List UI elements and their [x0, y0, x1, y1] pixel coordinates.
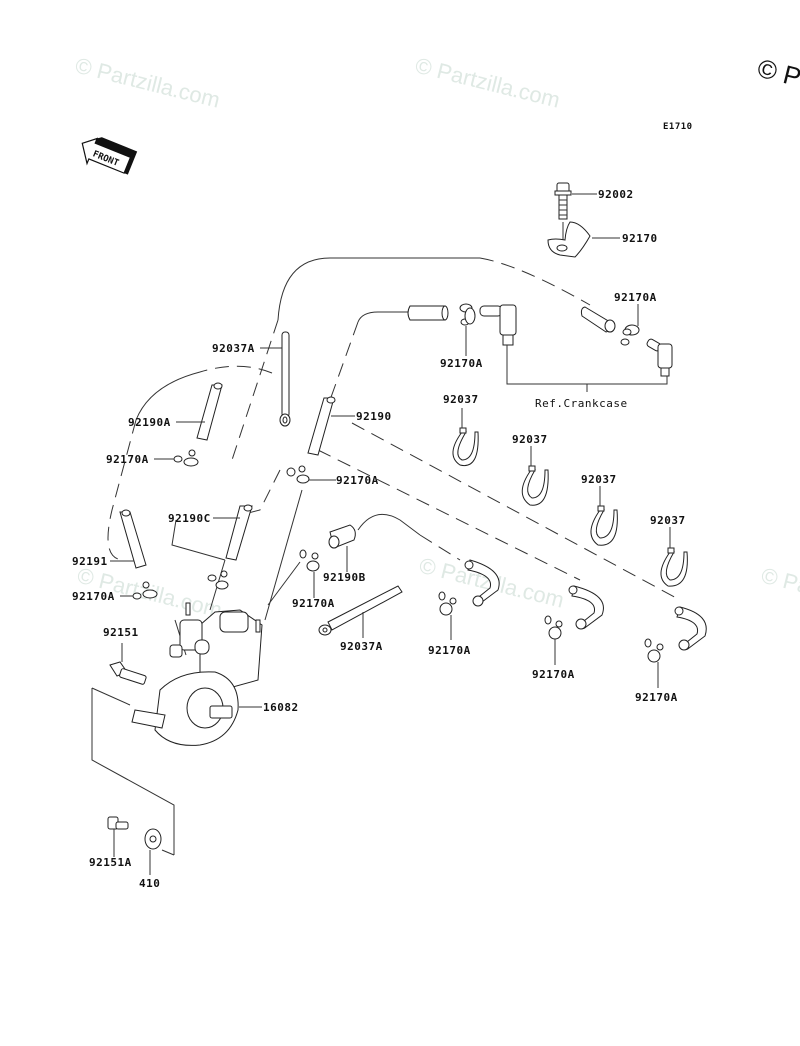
- watermarks: © Partzilla.com © Partzilla.com © Partzi…: [73, 53, 800, 623]
- diagram-code: E1710: [663, 122, 693, 132]
- callout-label[interactable]: 92151: [103, 626, 139, 639]
- bolt-92002: [554, 182, 572, 246]
- hose-upper: [407, 305, 449, 321]
- callout-label[interactable]: 92191: [72, 555, 108, 568]
- strap-92037A: [318, 585, 403, 636]
- callout-label[interactable]: 410: [139, 877, 160, 890]
- callout-label[interactable]: 92170: [622, 232, 658, 245]
- screw-92151A: [107, 816, 129, 830]
- callout-label[interactable]: 92170A: [336, 474, 379, 487]
- callout-label[interactable]: 92190A: [128, 416, 171, 429]
- corner-watermark: © P: [755, 53, 800, 93]
- clip-92170A: [438, 591, 457, 616]
- callout-label[interactable]: 92037A: [340, 640, 383, 653]
- callout-label[interactable]: 92190B: [323, 571, 366, 584]
- front-arrow-icon: FRONT: [81, 137, 138, 175]
- ref-crankcase-note: Ref.Crankcase: [535, 397, 628, 410]
- band-clamp-92037: [452, 427, 479, 467]
- watermark: © Partzilla.com: [73, 53, 223, 113]
- clip-92170A: [459, 303, 476, 326]
- hose-92190B: [328, 524, 356, 549]
- band-clamp-92037: [590, 505, 618, 546]
- band-clamp-92037: [660, 547, 688, 587]
- subassembly-outline: [91, 688, 175, 855]
- hose-92191: [119, 509, 147, 569]
- callout-label[interactable]: 92037: [512, 433, 548, 446]
- callout-label[interactable]: 92170A: [292, 597, 335, 610]
- hose-upper-right: [580, 306, 616, 333]
- callout-label[interactable]: 92170A: [428, 644, 471, 657]
- elbow-hose: [568, 585, 604, 630]
- hose-92190C: [225, 504, 253, 561]
- callout-label[interactable]: 92170A: [440, 357, 483, 370]
- ref-crankcase-bracket: [506, 345, 668, 392]
- elbow-fitting: [479, 304, 517, 346]
- clip-92170A: [544, 615, 563, 640]
- callout-label[interactable]: 92170A: [635, 691, 678, 704]
- clip-92170A: [286, 465, 310, 484]
- callout-label[interactable]: 16082: [263, 701, 299, 714]
- hose-92190: [307, 396, 336, 456]
- callout-label[interactable]: 92037: [443, 393, 479, 406]
- clip-92170A: [132, 581, 158, 600]
- clip-92170A: [207, 570, 229, 590]
- bolt-92151: [109, 661, 147, 685]
- callout-label[interactable]: 92170A: [532, 668, 575, 681]
- hose-92190A: [196, 382, 223, 441]
- callout-label[interactable]: 92037: [650, 514, 686, 527]
- hose-routing-lines: [107, 257, 681, 656]
- callout-label[interactable]: 92170A: [614, 291, 657, 304]
- clamp-92170: [547, 221, 591, 258]
- clip-92170A: [173, 449, 199, 467]
- watermark: © Partzilla.com: [413, 53, 563, 113]
- callout-label[interactable]: 92170A: [106, 453, 149, 466]
- elbow-hose: [464, 559, 500, 607]
- elbow-fitting: [646, 338, 673, 377]
- clip-92170A: [644, 638, 664, 663]
- callout-label[interactable]: 92190: [356, 410, 392, 423]
- clip-92170A: [299, 549, 320, 572]
- watermark: © Partzilla.com: [759, 563, 800, 623]
- callout-label[interactable]: 92002: [598, 188, 634, 201]
- washer-410: [144, 828, 162, 850]
- callout-label[interactable]: 92190C: [168, 512, 211, 525]
- band-clamp-92037: [521, 465, 549, 506]
- oil-pump-16082: [131, 602, 263, 746]
- clip-92170A: [620, 324, 640, 346]
- callout-label[interactable]: 92037A: [212, 342, 255, 355]
- elbow-hose: [674, 606, 707, 651]
- strap-92037A: [279, 331, 291, 427]
- callout-label[interactable]: 92151A: [89, 856, 132, 869]
- callout-label[interactable]: 92037: [581, 473, 617, 486]
- callout-label[interactable]: 92170A: [72, 590, 115, 603]
